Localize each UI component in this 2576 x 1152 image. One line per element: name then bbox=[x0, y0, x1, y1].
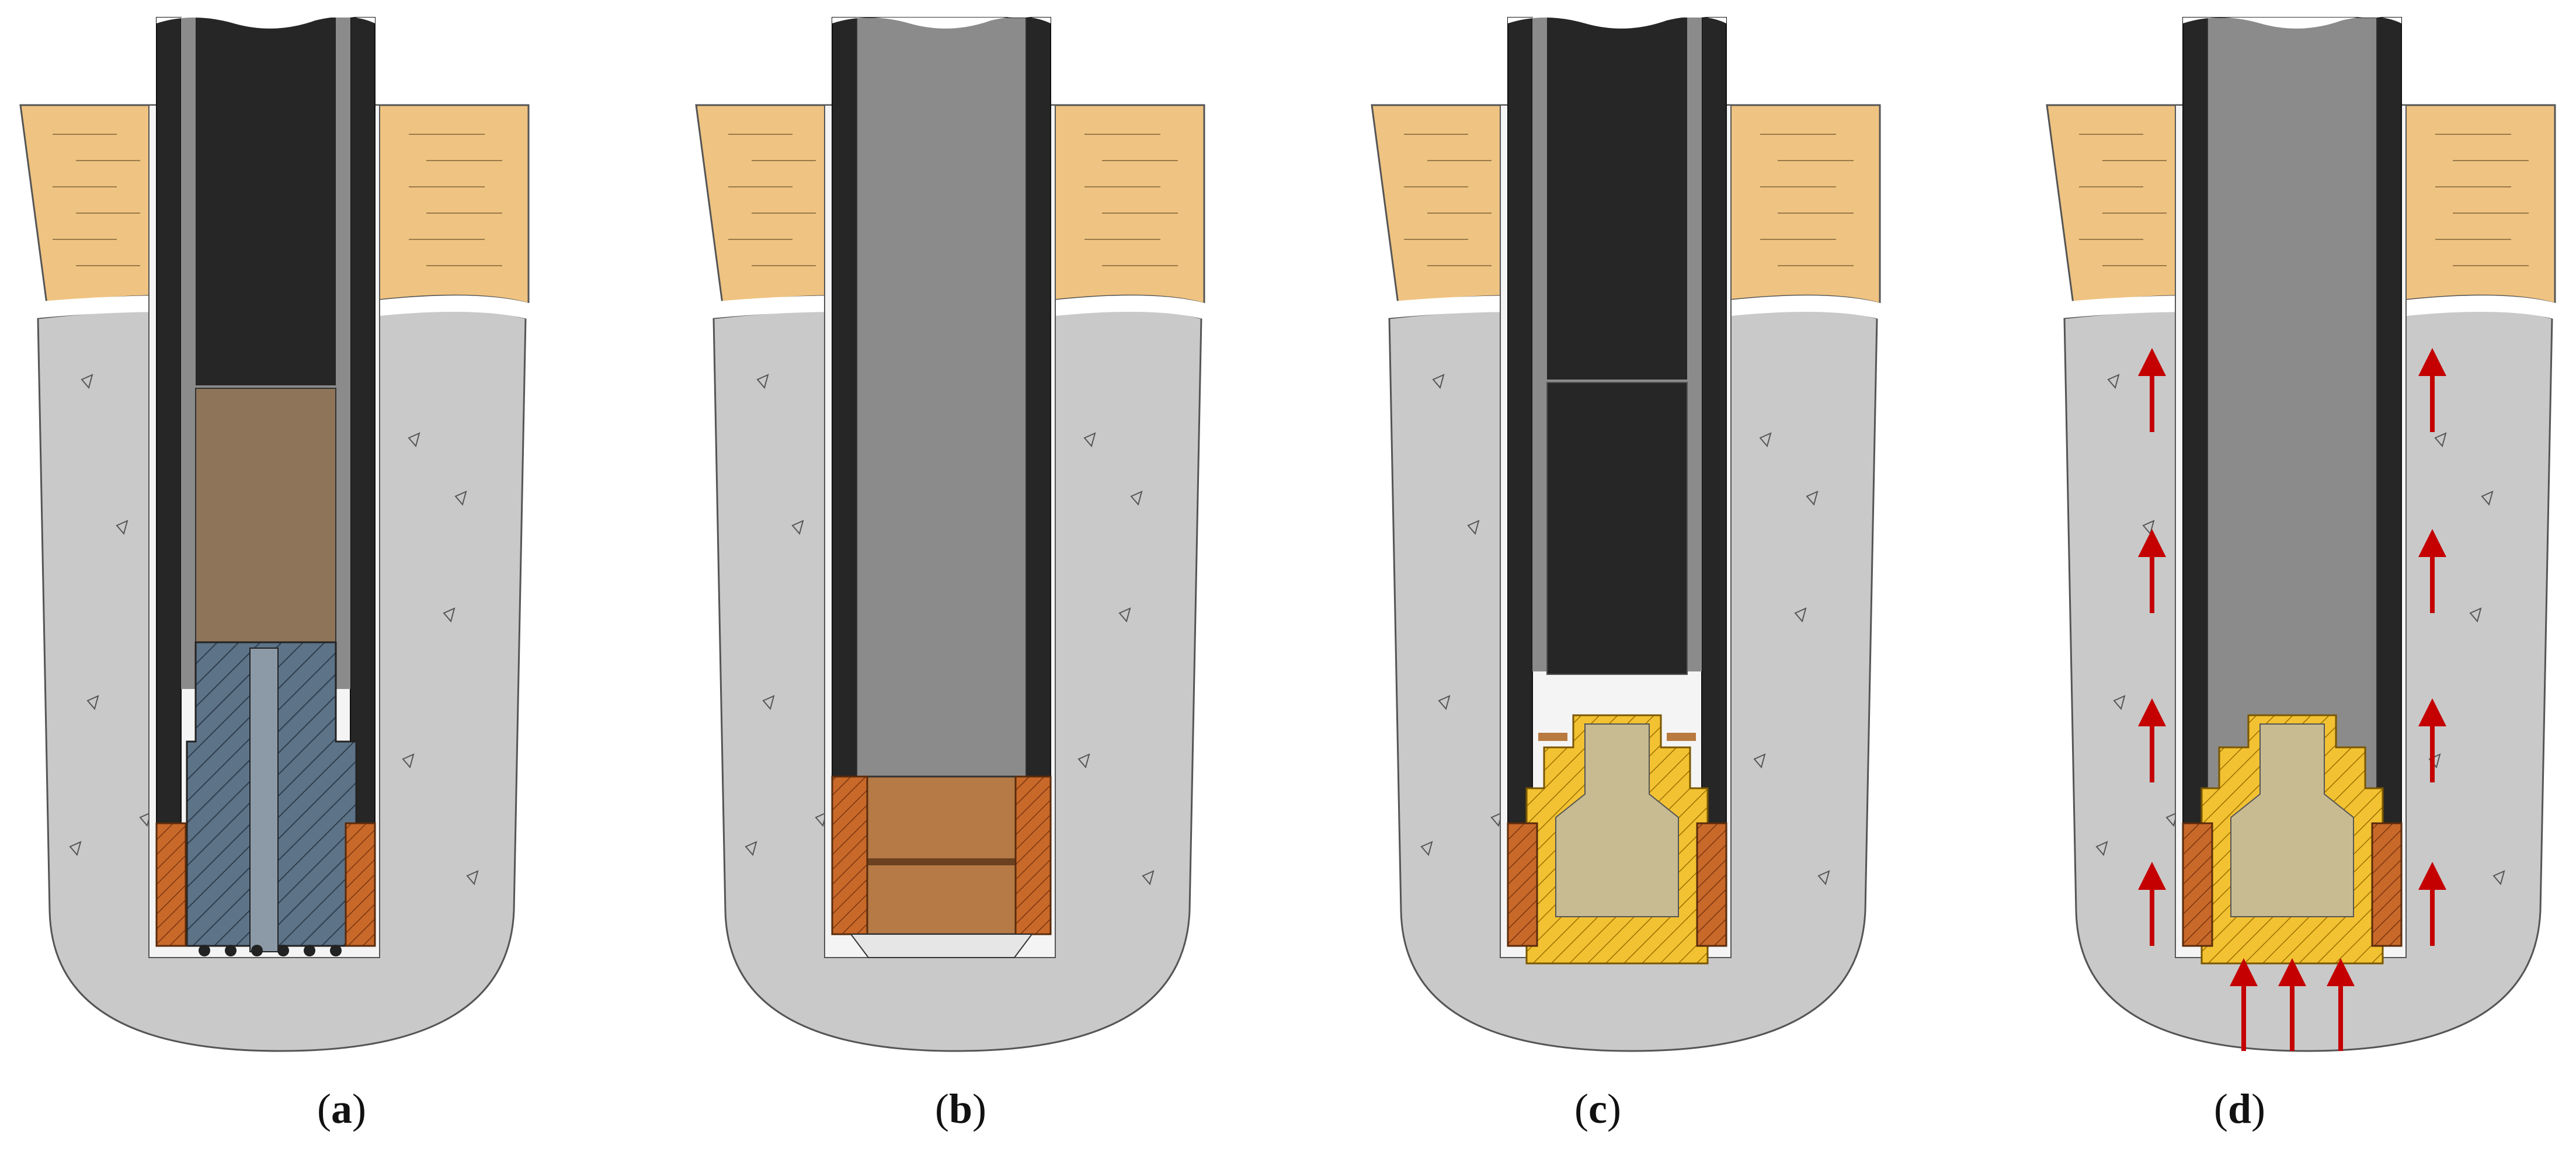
concrete-speck bbox=[762, 695, 775, 711]
concrete-speck bbox=[1420, 841, 1433, 857]
bit-core-channel bbox=[249, 648, 279, 952]
casing-wall-left bbox=[156, 17, 182, 824]
casing-shoe-left bbox=[1507, 822, 1538, 947]
casing-bore bbox=[856, 17, 1027, 777]
concrete-speck bbox=[756, 374, 769, 389]
seal-ring-left bbox=[1538, 733, 1567, 741]
caption-c: (c) bbox=[1574, 1085, 1621, 1132]
casing-wall-left bbox=[1507, 17, 1533, 824]
panel-drill bbox=[18, 16, 531, 1052]
concrete-speck bbox=[1077, 753, 1090, 769]
concrete-speck bbox=[1759, 432, 1772, 448]
concrete-speck bbox=[1817, 870, 1830, 886]
casing-shoe-right bbox=[1014, 775, 1052, 935]
pipe-cut-top bbox=[157, 16, 375, 29]
setting-rod bbox=[1547, 18, 1687, 380]
bit-button bbox=[330, 945, 342, 956]
concrete-speck bbox=[1438, 695, 1451, 711]
bit-button bbox=[199, 945, 210, 956]
concrete-speck bbox=[2434, 432, 2447, 448]
concrete-speck bbox=[2469, 607, 2482, 623]
pipe-cut-top bbox=[1508, 16, 1726, 29]
concrete-speck bbox=[1753, 753, 1766, 769]
casing-wall-right bbox=[2376, 17, 2402, 824]
concrete-speck bbox=[443, 607, 456, 623]
caption-a: (a) bbox=[317, 1085, 366, 1132]
concrete-speck bbox=[116, 520, 128, 535]
setting-tool bbox=[1546, 382, 1688, 675]
casing-wall-left bbox=[2182, 17, 2208, 824]
concrete-speck bbox=[1794, 607, 1807, 623]
casing-wall-right bbox=[1025, 17, 1051, 824]
casing-shoe-left bbox=[155, 822, 187, 947]
concrete-speck bbox=[86, 695, 99, 711]
casing-shoe-left bbox=[2182, 822, 2213, 947]
casing-wall-right bbox=[350, 17, 376, 824]
concrete-speck bbox=[1142, 870, 1155, 886]
overshot-tool bbox=[195, 388, 336, 646]
caption-b: (b) bbox=[934, 1085, 986, 1132]
casing-shoe-right bbox=[1696, 822, 1727, 947]
float-plug-core bbox=[1555, 723, 1679, 917]
concrete-speck bbox=[791, 520, 804, 535]
concrete-speck bbox=[1467, 520, 1480, 535]
casing-shoe-left bbox=[831, 775, 868, 935]
concrete-speck bbox=[454, 490, 467, 506]
seal-ring-right bbox=[1667, 733, 1696, 741]
concrete-speck bbox=[1083, 432, 1096, 448]
casing-wall-left bbox=[832, 17, 857, 824]
concrete-speck bbox=[69, 841, 82, 857]
concrete-speck bbox=[1118, 607, 1131, 623]
concrete-speck bbox=[2481, 490, 2494, 506]
concrete-speck bbox=[402, 753, 415, 769]
concrete-speck bbox=[2113, 695, 2126, 711]
casing-shoe-right bbox=[2371, 822, 2403, 947]
concrete-speck bbox=[2107, 374, 2120, 389]
float-plug-core bbox=[2230, 723, 2354, 917]
pipe-cut-top bbox=[832, 16, 1051, 29]
concrete-speck bbox=[81, 374, 93, 389]
concrete-speck bbox=[466, 870, 479, 886]
concrete-speck bbox=[408, 432, 420, 448]
bit-button bbox=[304, 945, 315, 956]
bit-button bbox=[251, 945, 263, 956]
concrete-speck bbox=[745, 841, 757, 857]
shoe-insert bbox=[866, 775, 1017, 935]
drill-rod bbox=[196, 18, 336, 385]
shoe-nose bbox=[850, 934, 1033, 958]
casing-shoe-right bbox=[345, 822, 376, 947]
panel-plug bbox=[1369, 16, 1883, 1052]
panel-casing bbox=[693, 16, 1207, 1052]
concrete-speck bbox=[2492, 870, 2505, 886]
concrete-speck bbox=[1806, 490, 1819, 506]
bit-button bbox=[277, 945, 289, 956]
shoe-ring bbox=[857, 858, 1026, 865]
pipe-cut-top bbox=[2183, 16, 2401, 29]
concrete-speck bbox=[2095, 841, 2108, 857]
bit-button bbox=[225, 945, 237, 956]
caption-d: (d) bbox=[2213, 1085, 2265, 1132]
concrete-speck bbox=[1130, 490, 1143, 506]
concrete-speck bbox=[1432, 374, 1445, 389]
casing-bore bbox=[2207, 17, 2377, 818]
casing-wall-right bbox=[1701, 17, 1727, 824]
panel-flow bbox=[2044, 16, 2558, 1052]
